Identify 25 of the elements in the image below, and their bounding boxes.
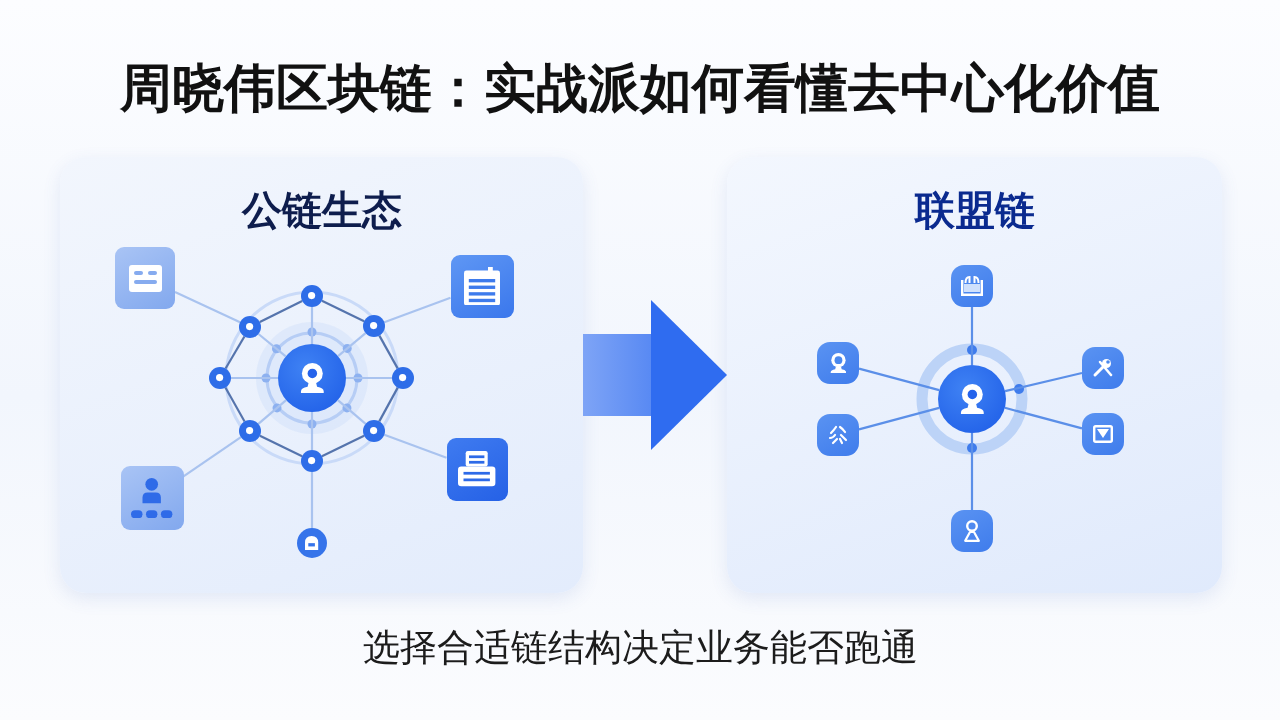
icon-tile	[817, 414, 859, 456]
icon-tile	[120, 466, 184, 530]
title: 周晓伟区块链：实战派如何看懂去中心化价值	[120, 57, 1160, 119]
connector-line	[310, 472, 314, 528]
icon-tile	[951, 265, 993, 307]
icon-tile	[446, 437, 508, 501]
connector-line	[970, 433, 974, 510]
icon-tile	[951, 510, 993, 552]
connector-line	[182, 436, 242, 478]
connector-line	[858, 367, 940, 392]
caption: 选择合适链结构决定业务能否跑通	[362, 626, 918, 670]
network-node	[297, 528, 327, 558]
icon-tile	[817, 342, 859, 384]
connector-line	[858, 406, 940, 431]
icon-tile	[450, 254, 514, 318]
connector-line	[383, 433, 447, 459]
panel	[60, 157, 583, 593]
connector-line	[174, 291, 241, 324]
icon-tile	[1082, 347, 1124, 389]
icon-tile	[115, 247, 175, 309]
connector-line	[383, 296, 451, 324]
panel-heading: 联盟链	[914, 186, 1035, 234]
icon-tile	[1082, 413, 1124, 455]
panel-heading: 公链生态	[241, 186, 402, 234]
block-arrow	[583, 300, 727, 450]
